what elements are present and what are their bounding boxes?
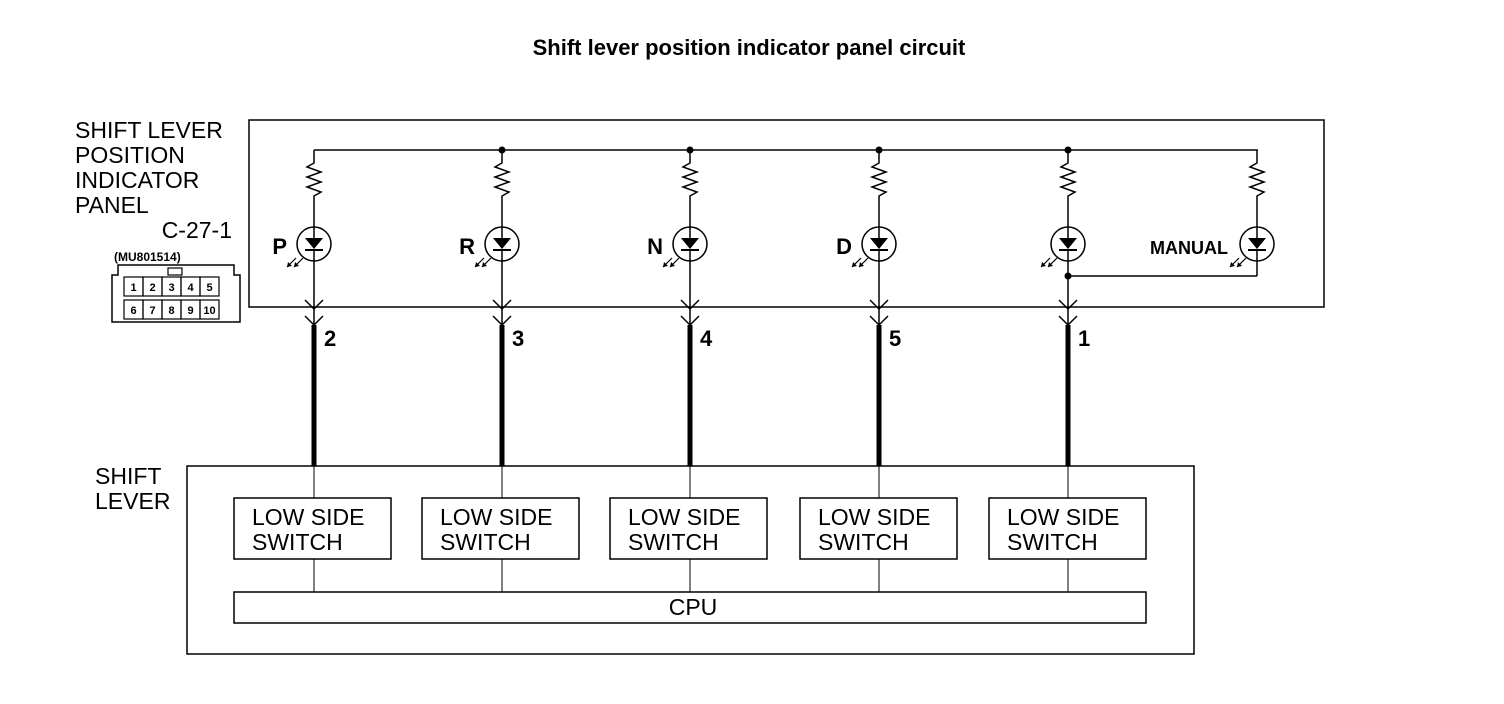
low-side-switch-box [609,497,768,560]
light-emission-arrowhead [287,262,292,267]
panel-label-line-2: POSITION [75,142,185,168]
connector-pin-label: 5 [206,282,212,294]
panel-label-line-3: INDICATOR [75,167,199,193]
terminal-number: 1 [1078,326,1090,351]
panel-label-line-4: PANEL [75,192,149,218]
resistor [1247,150,1267,228]
connector-pin-cell [199,299,220,320]
light-emission-arrowhead [482,262,487,267]
resistor [1058,150,1078,228]
shift-lever-label-line-1: SHIFT [95,463,161,489]
shift-lever-box [186,465,1195,655]
connector-pin-label: 9 [187,305,193,317]
low-side-switch-label-line-2: SWITCH [818,529,909,555]
panel-label: SHIFT LEVER POSITION INDICATOR PANEL C-2… [75,117,232,264]
low-side-switch-label-line-1: LOW SIDE [440,504,552,530]
light-emission-arrowhead [670,262,675,267]
terminal-number: 3 [512,326,524,351]
cpu-box [233,591,1147,624]
light-emission-arrowhead [294,262,299,267]
indicator-letter: P [272,234,287,259]
resistor [304,150,324,228]
resistor [680,150,700,228]
light-emission-arrowhead [859,262,864,267]
connector-pin-label: 10 [203,305,215,317]
resistor [869,150,889,228]
indicator-letter: D [836,234,852,259]
light-emission-arrowhead [1048,262,1053,267]
indicator-letter: R [459,234,475,259]
connector-pin-label: 6 [130,305,136,317]
terminal-number: 2 [324,326,336,351]
connector-terminal-chevron [680,299,700,311]
low-side-switch-box [233,497,392,560]
indicator-panel-box [248,119,1325,308]
light-emission-arrowhead [663,262,668,267]
light-emission-arrowhead [852,262,857,267]
low-side-switch-label-line-2: SWITCH [440,529,531,555]
connector-pin-label: 1 [130,282,136,294]
light-emission-arrowhead [1230,262,1235,267]
resistor [492,150,512,228]
connector-pin-label: 4 [187,282,194,294]
low-side-switch-label-line-2: SWITCH [628,529,719,555]
led-diode-icon [1248,238,1266,249]
light-emission-arrowhead [475,262,480,267]
led-diode-icon [870,238,888,249]
connector-terminal-chevron [304,299,324,311]
connector-terminal-chevron [1058,299,1078,311]
manual-indicator-group: MANUAL [1150,238,1228,258]
low-side-switch-label-line-1: LOW SIDE [628,504,740,530]
manual-junction-dot [1064,272,1072,280]
low-side-switch-label-line-1: LOW SIDE [818,504,930,530]
manual-indicator-label: MANUAL [1150,238,1228,258]
low-side-switch-label-line-2: SWITCH [1007,529,1098,555]
diagram-title: Shift lever position indicator panel cir… [533,35,966,60]
terminal-number: 5 [889,326,901,351]
manual-branch [1064,150,1275,280]
connector-pin-label: 3 [168,282,174,294]
connector-id: C-27-1 [162,217,232,243]
connector-terminal-chevron [869,299,889,311]
cpu-label: CPU [669,594,718,620]
connector-housing [111,264,241,323]
low-side-switch-label-line-2: SWITCH [252,529,343,555]
connector-latch [167,267,183,276]
light-emission-arrowhead [1041,262,1046,267]
led-diode-icon [1059,238,1077,249]
led-diode-icon [305,238,323,249]
low-side-switch-label-line-1: LOW SIDE [252,504,364,530]
connector-part-number: (MU801514) [114,250,181,264]
terminal-number: 4 [700,326,713,351]
panel-label-line-1: SHIFT LEVER [75,117,223,143]
connector-pin-label: 8 [168,305,174,317]
shift-lever-label-line-2: LEVER [95,488,170,514]
led-diode-icon [493,238,511,249]
connector-pin-label: 7 [149,305,155,317]
indicator-letter: N [647,234,663,259]
connector-pin-label: 2 [149,282,155,294]
connector-pin-cell [199,276,220,297]
led-diode-icon [681,238,699,249]
light-emission-arrowhead [1237,262,1242,267]
low-side-switch-label-line-1: LOW SIDE [1007,504,1119,530]
low-side-switch-box [799,497,958,560]
low-side-switch-box [421,497,580,560]
connector-terminal-chevron [492,299,512,311]
